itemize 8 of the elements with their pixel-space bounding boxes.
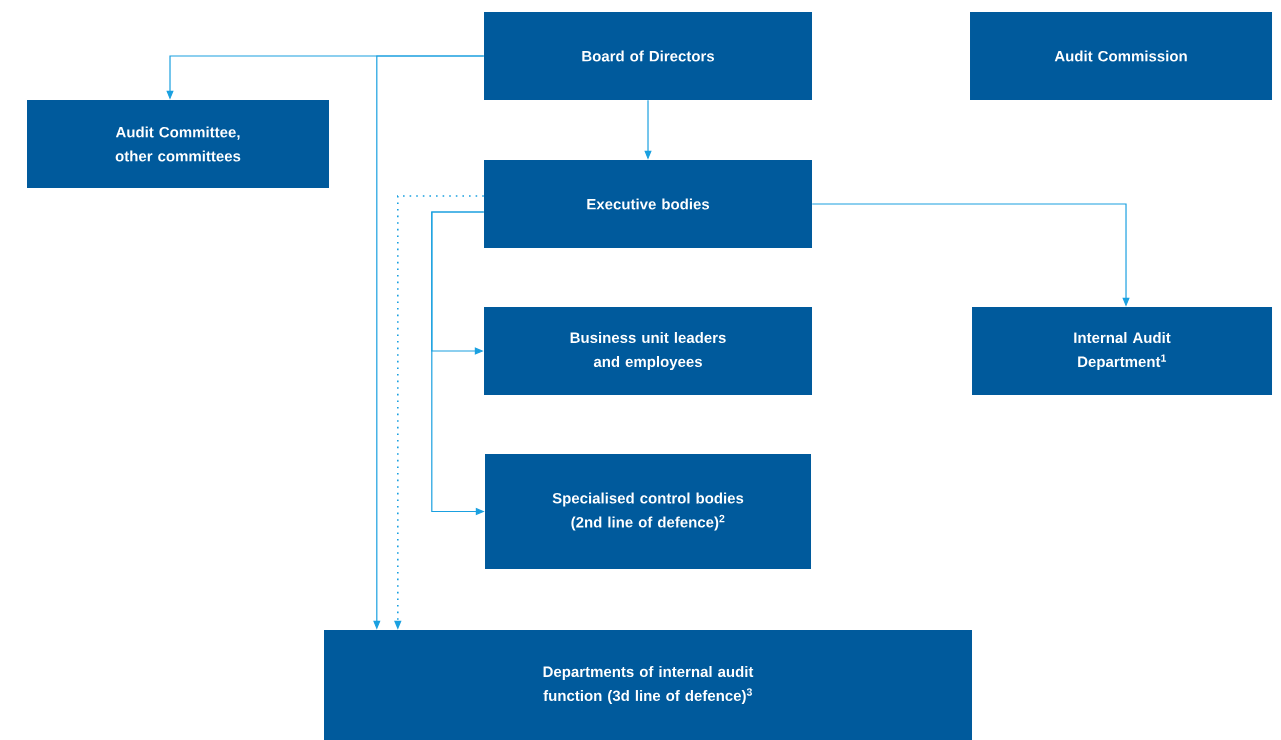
org-box: Departments of internal audit function (3d line of defence)$^{3}$ (324, 630, 972, 740)
org-box: Internal Audit Department$^{1}$ (972, 307, 1272, 395)
org-box: Specialised control bodies (2nd line of defence)$^{2}$ (485, 454, 811, 569)
org-box: Business unit leaders and employees (484, 307, 812, 395)
org-box: Audit Committee, other committees (27, 100, 329, 188)
org-box: Executive bodies (484, 160, 812, 248)
org-box: Audit Commission (970, 12, 1272, 100)
org-box: Board of Directors (484, 12, 812, 100)
